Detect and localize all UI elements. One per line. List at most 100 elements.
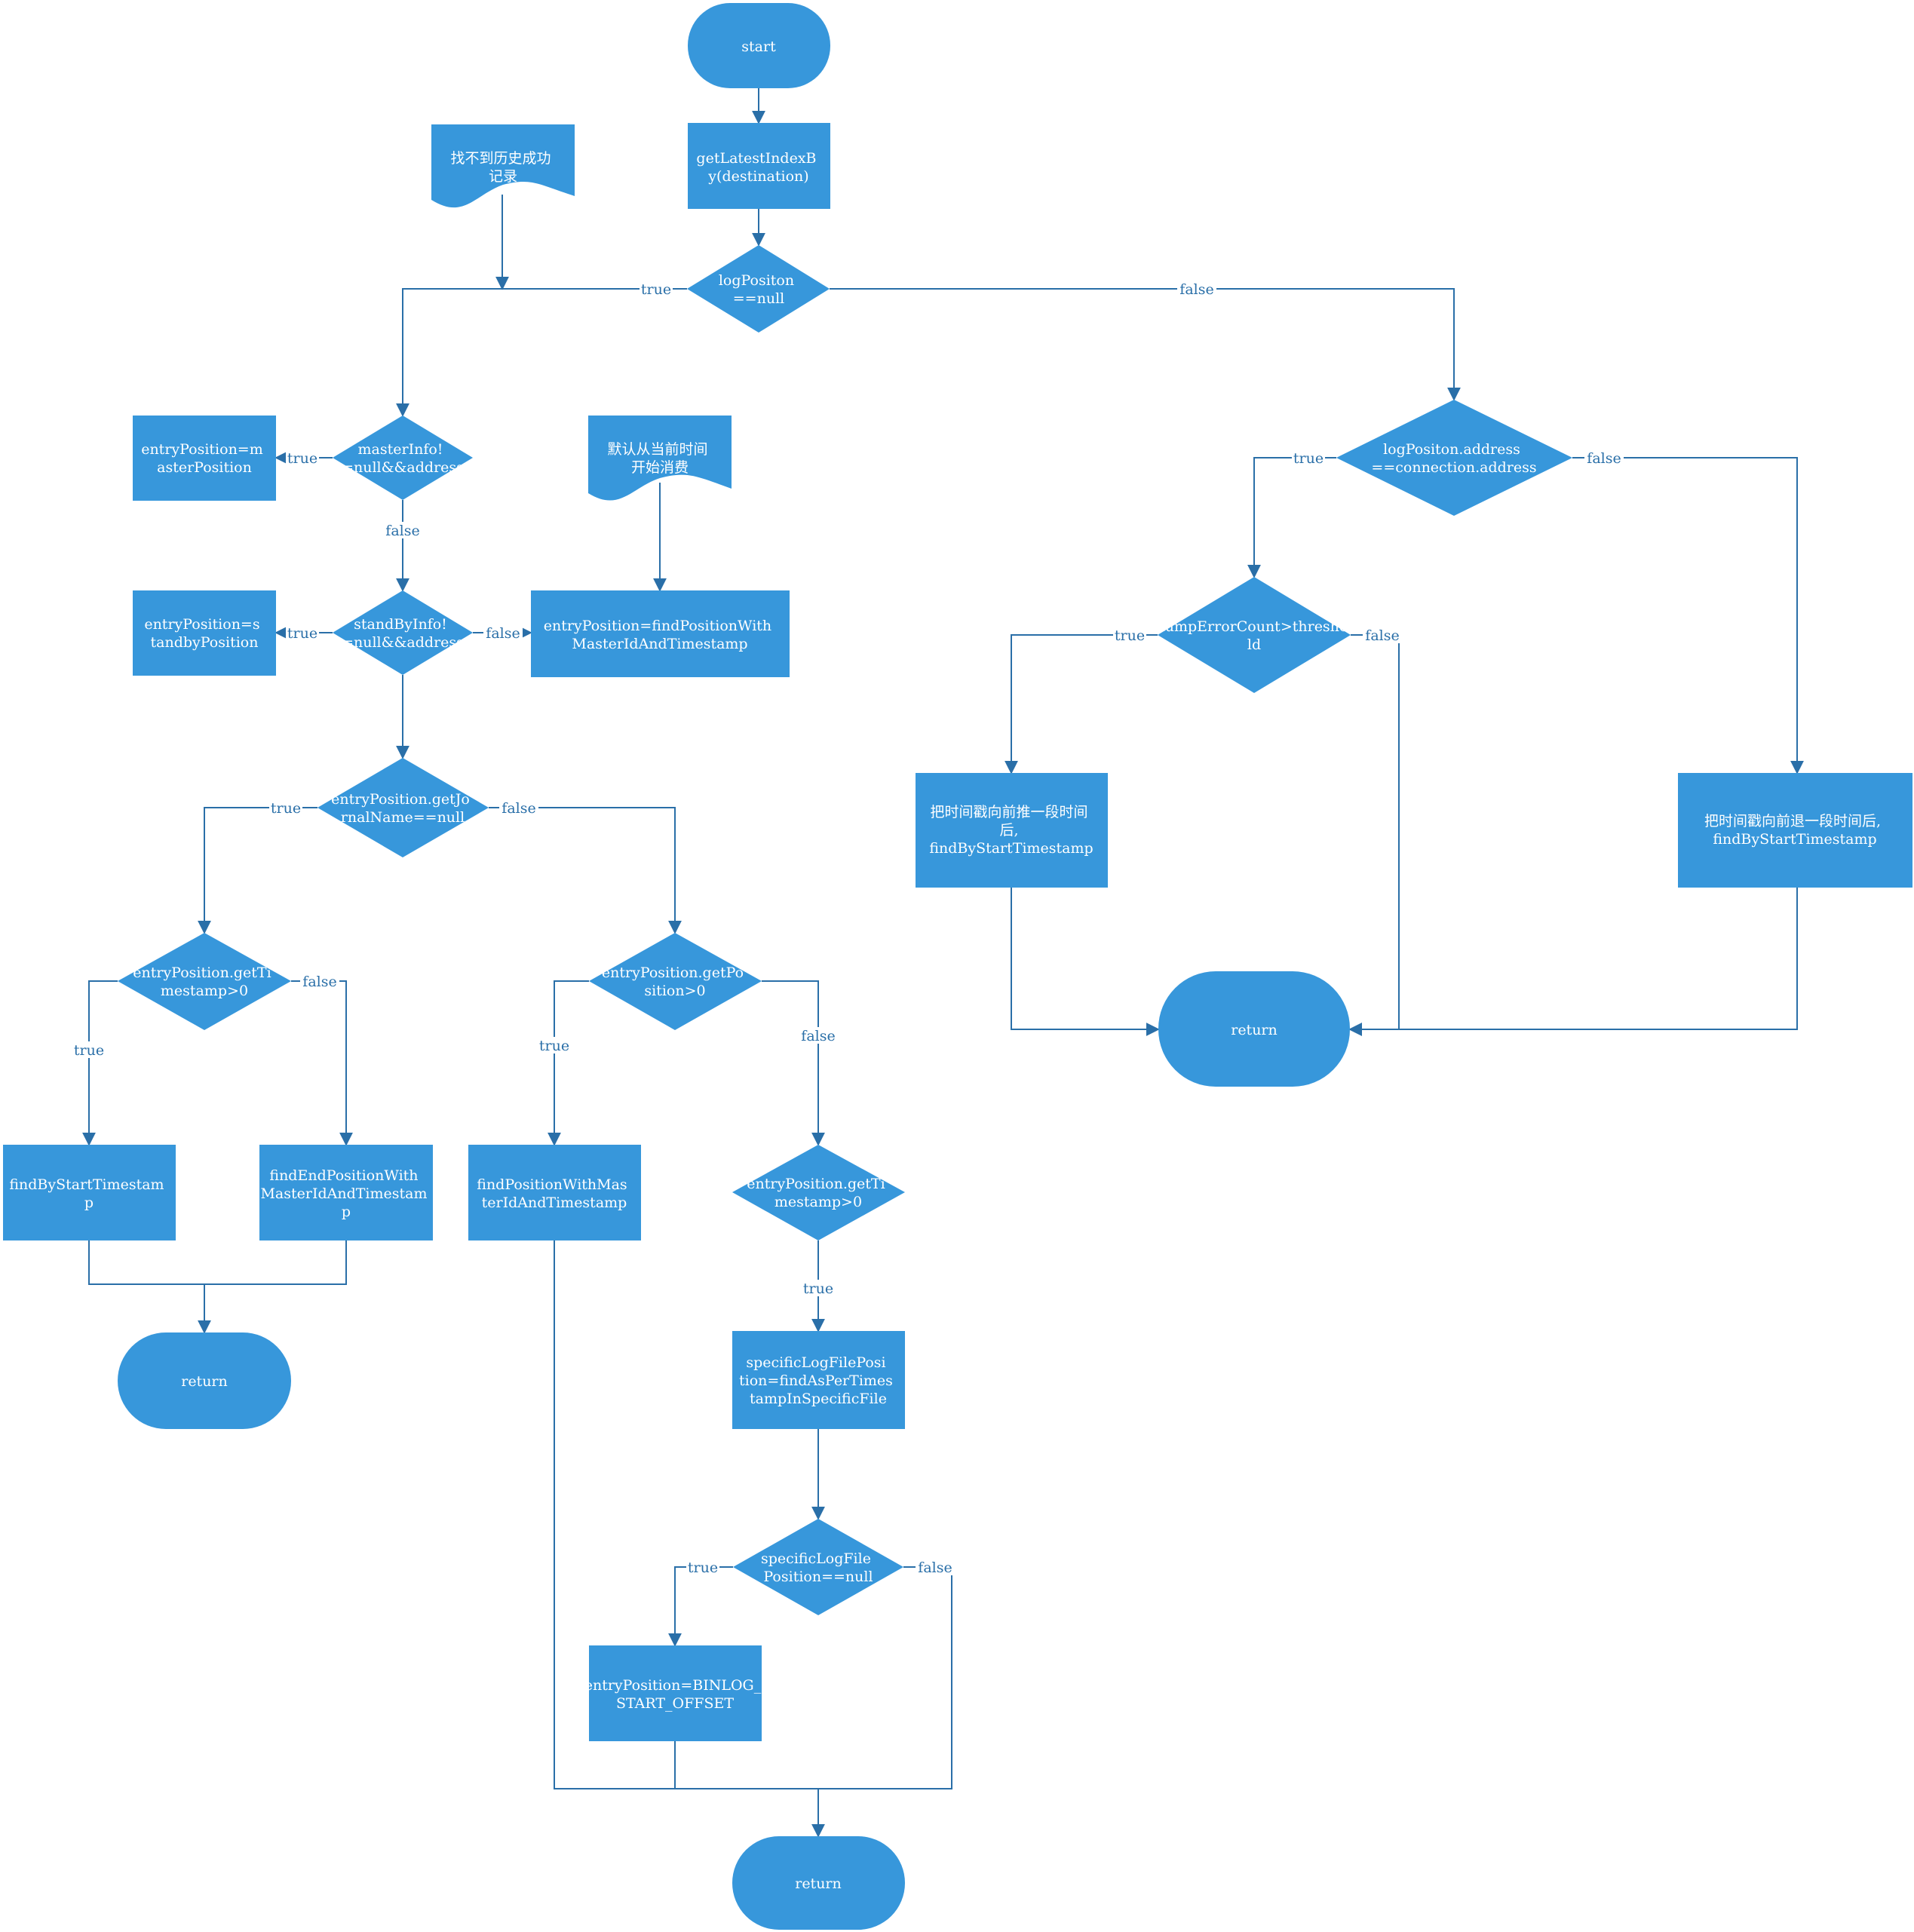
edge-findpos-down[interactable] [554,1240,818,1789]
svg-text:logPositon ==null: logPositon ==null [719,272,799,307]
nodes: start getLatestIndexB y(destination) 找不到… [3,3,1912,1930]
edge-pos-false[interactable] [762,980,825,1146]
label-specific-false: false [918,1559,952,1576]
return-right-label: return [1231,1022,1278,1038]
decision-address-line1: logPositon.address [1383,441,1520,458]
svg-text:entryPosition.getJo rnal: entryPosition.getJo rnalName==null [331,791,474,826]
edge-dump-true[interactable] [1005,634,1158,774]
entry-standby-position-line1: entryPosition=s [144,616,259,633]
label-ts-left-true: true [74,1042,104,1059]
edge-dump-false-to-return[interactable] [1348,634,1400,1036]
label-ts-left-false: false [302,974,336,990]
svg-text:把时间戳向前推一段时间 后, fin: 把时间戳向前推一段时间 后, findByStartTimestamp [929,804,1093,857]
decision-standby-info[interactable] [333,590,473,675]
svg-text:return: return [795,1875,842,1892]
svg-text:masterInfo! =null&&addre: masterInfo! =null&&address [342,441,464,476]
push-timestamp-forward[interactable] [916,773,1108,888]
edge-findend-to-return[interactable] [198,1240,347,1334]
entry-find-position-master-timestamp[interactable] [531,590,790,677]
return-terminal-left[interactable] [118,1332,291,1429]
label-ts-right-true: true [803,1280,833,1297]
edge-pushback-to-return[interactable] [1348,888,1798,1036]
svg-text:specificLogFile Position: specificLogFile Position==null [761,1550,876,1585]
edge-address-true[interactable] [1247,457,1336,578]
note-default-line1: 默认从当前时间 [607,441,707,458]
entry-standby-position[interactable] [133,590,276,676]
edge-ts-left-false[interactable] [291,980,353,1146]
decision-dump-line2: ld [1247,636,1261,653]
edge-specific-true[interactable] [668,1566,733,1647]
entry-find-position-line2: MasterIdAndTimestamp [572,636,747,652]
label-logpos-false: false [1179,281,1213,298]
edge-ts-left-true[interactable] [82,980,118,1146]
label-standby-true: true [287,625,317,642]
edge-specific-false-to-return[interactable] [811,1566,952,1838]
note-no-history-line2: 记录 [489,168,517,185]
decision-journal-line1: entryPosition.getJo [331,791,470,808]
label-master-true: true [287,450,317,467]
edge-findstart-down[interactable] [88,1240,204,1285]
find-end-position-master-timestamp[interactable] [259,1145,433,1240]
svg-text:entryPosition.getPo siti: entryPosition.getPo sition>0 [602,964,748,999]
label-dump-false: false [1365,627,1399,644]
decision-standby-info-line2: =null&&address [342,634,464,651]
return-terminal-bottom[interactable] [732,1836,905,1930]
decision-master-info-line2: =null&&address [342,459,464,476]
edge-pos-true[interactable] [548,980,589,1146]
decision-journal-name-null[interactable] [317,758,489,857]
decision-ts-left-line1: entryPosition.getTi [133,964,271,981]
label-pos-false: false [801,1028,835,1044]
edge-pushforward-to-return[interactable] [1011,888,1160,1036]
return-terminal-right[interactable] [1158,971,1350,1087]
decision-logpos-null-line2: ==null [733,290,784,307]
start-terminal[interactable] [688,3,830,88]
edge-logpos-true[interactable] [396,288,687,417]
edge-address-false[interactable] [1572,457,1804,774]
label-dump-true: true [1115,627,1145,644]
svg-text:entryPosition=m asterPos: entryPosition=m asterPosition [141,441,268,476]
decision-timestamp-gt0-left[interactable] [118,933,291,1030]
note-default-current-time[interactable] [588,416,732,501]
svg-text:entryPosition.getTi mest: entryPosition.getTi mestamp>0 [747,1176,889,1210]
edge-journal-false[interactable] [489,807,682,934]
edge-logpos-false[interactable] [830,288,1461,401]
decision-logpos-null-line1: logPositon [719,272,794,289]
decision-master-info[interactable] [333,416,473,500]
push-forward-line1: 把时间戳向前推一段时间 [930,804,1087,820]
specific-log-file-position[interactable] [732,1331,905,1429]
svg-text:entryPosition=BINLOG_ ST: entryPosition=BINLOG_ START_OFFSET [584,1677,766,1712]
push-timestamp-back[interactable] [1678,773,1912,888]
decision-dump-error-count[interactable] [1158,577,1351,693]
decision-position-gt0[interactable] [589,933,762,1030]
edge-journal-true[interactable] [198,807,317,934]
specific-log-line3: tampInSpecificFile [750,1391,887,1407]
edge-labels: true false true false true false true fa… [72,281,1624,1576]
svg-text:entryPosition=s tandbyPo: entryPosition=s tandbyPosition [144,616,264,651]
decision-specific-log-null[interactable] [733,1519,903,1615]
entry-standby-position-line2: tandbyPosition [151,634,259,651]
decision-specific-line1: specificLogFile [761,1550,871,1567]
label-master-false: false [385,523,419,539]
entry-binlog-start-offset[interactable] [589,1645,762,1741]
svg-text:findPositionWithMas terI: findPositionWithMas terIdAndTimestamp [477,1176,631,1211]
decision-address-equal[interactable] [1336,400,1572,516]
decision-pos-line2: sition>0 [644,983,705,999]
entry-master-position[interactable] [133,416,276,501]
find-position-with-master-timestamp[interactable] [468,1145,641,1240]
label-journal-false: false [502,800,535,817]
find-by-start-timestamp[interactable] [3,1145,176,1240]
find-start-line2: p [84,1194,94,1211]
find-start-line1: findByStartTimestam [9,1176,164,1193]
return-left-label: return [181,1373,228,1390]
decision-logpos-null[interactable] [687,245,830,333]
decision-timestamp-gt0-right[interactable] [732,1145,905,1240]
label-address-true: true [1293,450,1324,467]
entry-binlog-line1: entryPosition=BINLOG_ [584,1677,762,1694]
get-latest-index-process[interactable] [688,123,830,209]
svg-text:默认从当前时间 开始消费: 默认从当前时间 开始消费 [607,441,712,476]
push-back-line1: 把时间戳向前退一段时间后, [1704,813,1881,830]
svg-text:standByInfo! =null&&addr: standByInfo! =null&&address [342,616,464,651]
note-no-history[interactable] [431,124,575,208]
svg-text:return: return [1231,1022,1278,1038]
